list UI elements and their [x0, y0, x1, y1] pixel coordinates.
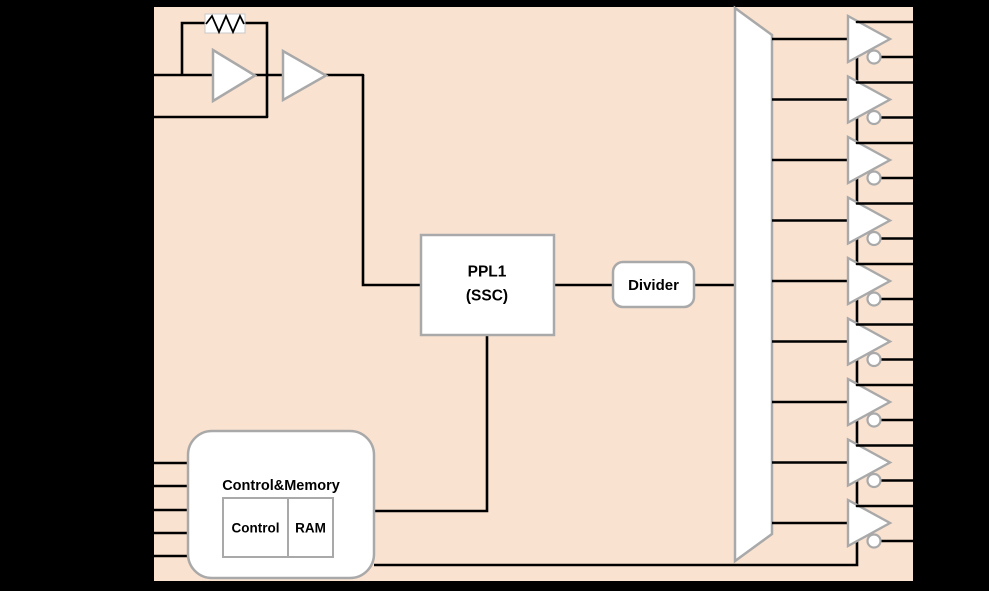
wire-osc-to-pll: [361, 75, 421, 287]
control-ram-box: [222, 497, 334, 558]
output-buffer-icon: [846, 195, 893, 246]
ram-sub-label: RAM: [295, 521, 326, 536]
clock-distribution-mux-icon: [733, 5, 774, 564]
inverting-output-bubble-icon: [866, 412, 882, 428]
inverting-output-bubble-icon: [866, 109, 882, 126]
pll-label-line2: (SSC): [466, 288, 508, 305]
inverting-output-bubble-icon: [866, 351, 882, 368]
output-buffer-icon: [846, 316, 893, 367]
output-buffer-icon: [846, 376, 893, 428]
divider-box: [611, 260, 696, 309]
output-buffer-icon: [846, 437, 893, 488]
output-buffer-icon: [846, 13, 893, 65]
output-buffer-icon: [846, 255, 893, 307]
output-buffer-icon: [846, 134, 893, 186]
inverting-output-bubble-icon: [866, 291, 882, 307]
oscillator-buffer-icon: [281, 48, 329, 103]
output-buffer-icon: [846, 74, 893, 125]
resistor-icon: [204, 13, 246, 35]
inverting-output-bubble-icon: [866, 533, 882, 549]
control-memory-block: Control&Memory Control RAM: [186, 429, 376, 580]
pll-label-line1: PPL1: [468, 264, 507, 281]
output-buffers: [772, 13, 923, 549]
control-memory-title: Control&Memory: [222, 478, 340, 494]
inverting-output-bubble-icon: [866, 49, 882, 65]
pll-block: PPL1 (SSC): [419, 233, 556, 337]
divider-block: Divider: [611, 260, 696, 309]
wire-pll-to-control: [374, 335, 489, 513]
divider-label: Divider: [628, 277, 679, 294]
control-sub-label: Control: [232, 521, 280, 536]
oscillator-amplifier-icon: [211, 47, 258, 104]
output-buffer-icon: [846, 497, 893, 549]
pll-box: [419, 233, 556, 337]
inverting-output-bubble-icon: [866, 230, 882, 247]
inverting-output-bubble-icon: [866, 472, 882, 489]
inverting-output-bubble-icon: [866, 170, 882, 186]
resistor-zigzag: [205, 13, 245, 35]
